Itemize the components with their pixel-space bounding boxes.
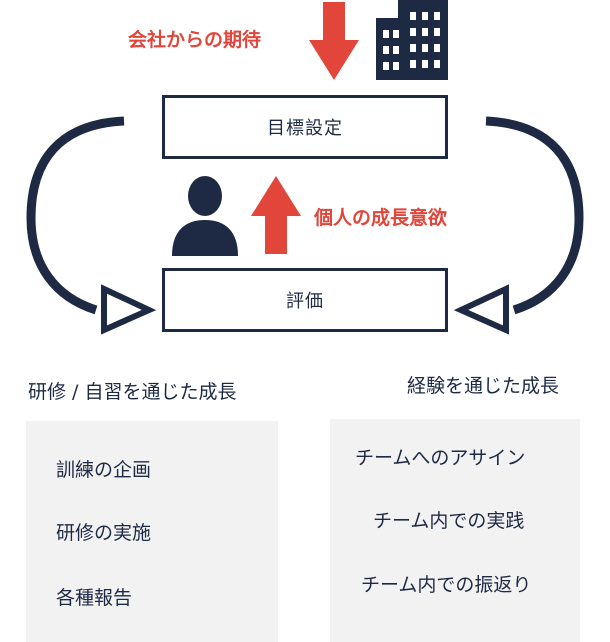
personal-growth-label: 個人の成長意欲 [314,207,448,229]
list-item: 訓練の企画 [56,459,152,481]
company-expectation-label: 会社からの期待 [128,29,262,51]
right-section-title: 経験を通じた成長 [407,375,560,397]
cycle-arrow-right [453,116,584,335]
left-panel: 訓練の企画 研修の実施 各種報告 [26,421,278,642]
goal-setting-label: 目標設定 [267,118,343,139]
list-item: チームへのアサイン [355,447,526,469]
building-icon [376,0,448,80]
evaluation-label: 評価 [286,291,324,312]
person-icon [172,176,238,256]
list-item: チーム内での振返り [361,574,532,596]
list-item: 研修の実施 [56,522,152,544]
left-section-title: 研修 / 自習を通じた成長 [28,381,237,403]
list-item: チーム内での実践 [373,510,525,532]
right-panel: チームへのアサイン チーム内での実践 チーム内での振返り [330,419,580,642]
goal-setting-box: 目標設定 [162,95,448,159]
evaluation-box: 評価 [162,268,448,332]
down-arrow-icon [309,2,359,80]
list-item: 各種報告 [56,587,133,609]
up-arrow-icon [251,176,301,254]
cycle-arrow-left [26,116,157,335]
